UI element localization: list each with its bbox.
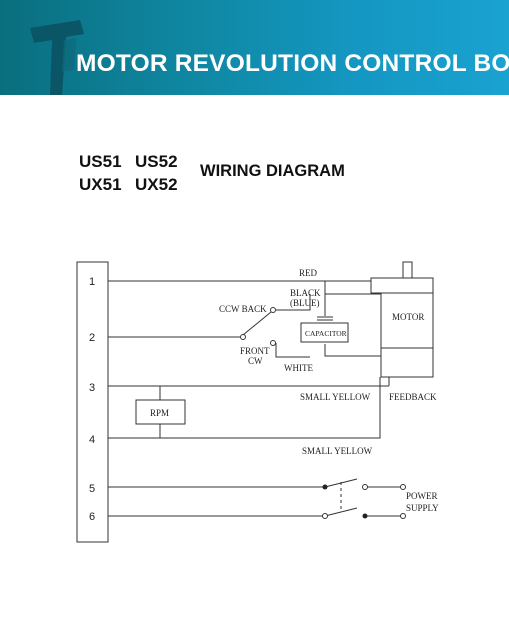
label-rpm: RPM	[150, 408, 169, 418]
wire-ccw	[276, 294, 311, 311]
label-black: BLACK	[290, 288, 321, 298]
motor-shaft	[402, 261, 413, 279]
label-small-yellow-feedback: SMALL YELLOW	[300, 392, 371, 402]
model-row: UX51 UX52	[79, 173, 191, 196]
terminal-label: 1	[89, 276, 95, 288]
rpm-box	[135, 399, 186, 425]
model-list: US51 US52 UX51 UX52	[79, 150, 191, 196]
label-white: WHITE	[284, 363, 313, 373]
label-feedback: FEEDBACK	[389, 392, 437, 402]
label-red: RED	[299, 268, 318, 278]
page-title: MOTOR REVOLUTION CONTROL BOX	[76, 50, 509, 77]
model-row: US51 US52	[79, 150, 191, 173]
terminal-label: 6	[89, 511, 95, 523]
model-code: US52	[135, 152, 178, 171]
label-motor: MOTOR	[392, 312, 424, 322]
terminal-label: 4	[89, 434, 95, 446]
model-code: US51	[79, 152, 122, 171]
header-banner: MOTOR REVOLUTION CONTROL BOX	[0, 0, 509, 95]
brand-logo-icon	[30, 20, 84, 95]
label-supply: SUPPLY	[406, 503, 439, 513]
label-cw: CW	[248, 356, 263, 366]
motor-flange	[370, 277, 434, 294]
capacitor	[300, 322, 349, 343]
label-ccw-back: CCW BACK	[219, 304, 267, 314]
wire-capacitor	[324, 294, 381, 357]
terminal-label: 3	[89, 382, 95, 394]
motor-body	[380, 292, 434, 378]
section-title: WIRING DIAGRAM	[200, 162, 345, 180]
label-front: FRONT	[240, 346, 270, 356]
terminal-block	[76, 261, 109, 543]
label-capacitor: CAPACITOR	[305, 329, 347, 338]
terminal-label: 2	[89, 332, 95, 344]
label-small-yellow: SMALL YELLOW	[302, 446, 373, 456]
model-code: UX51	[79, 175, 122, 194]
terminal-label: 5	[89, 483, 95, 495]
model-code: UX52	[135, 175, 178, 194]
label-blue: (BLUE)	[290, 298, 320, 308]
label-power: POWER	[406, 491, 438, 501]
switch-blade	[242, 311, 272, 336]
wire-cw	[275, 343, 310, 358]
wire-terminal-4	[108, 377, 381, 439]
